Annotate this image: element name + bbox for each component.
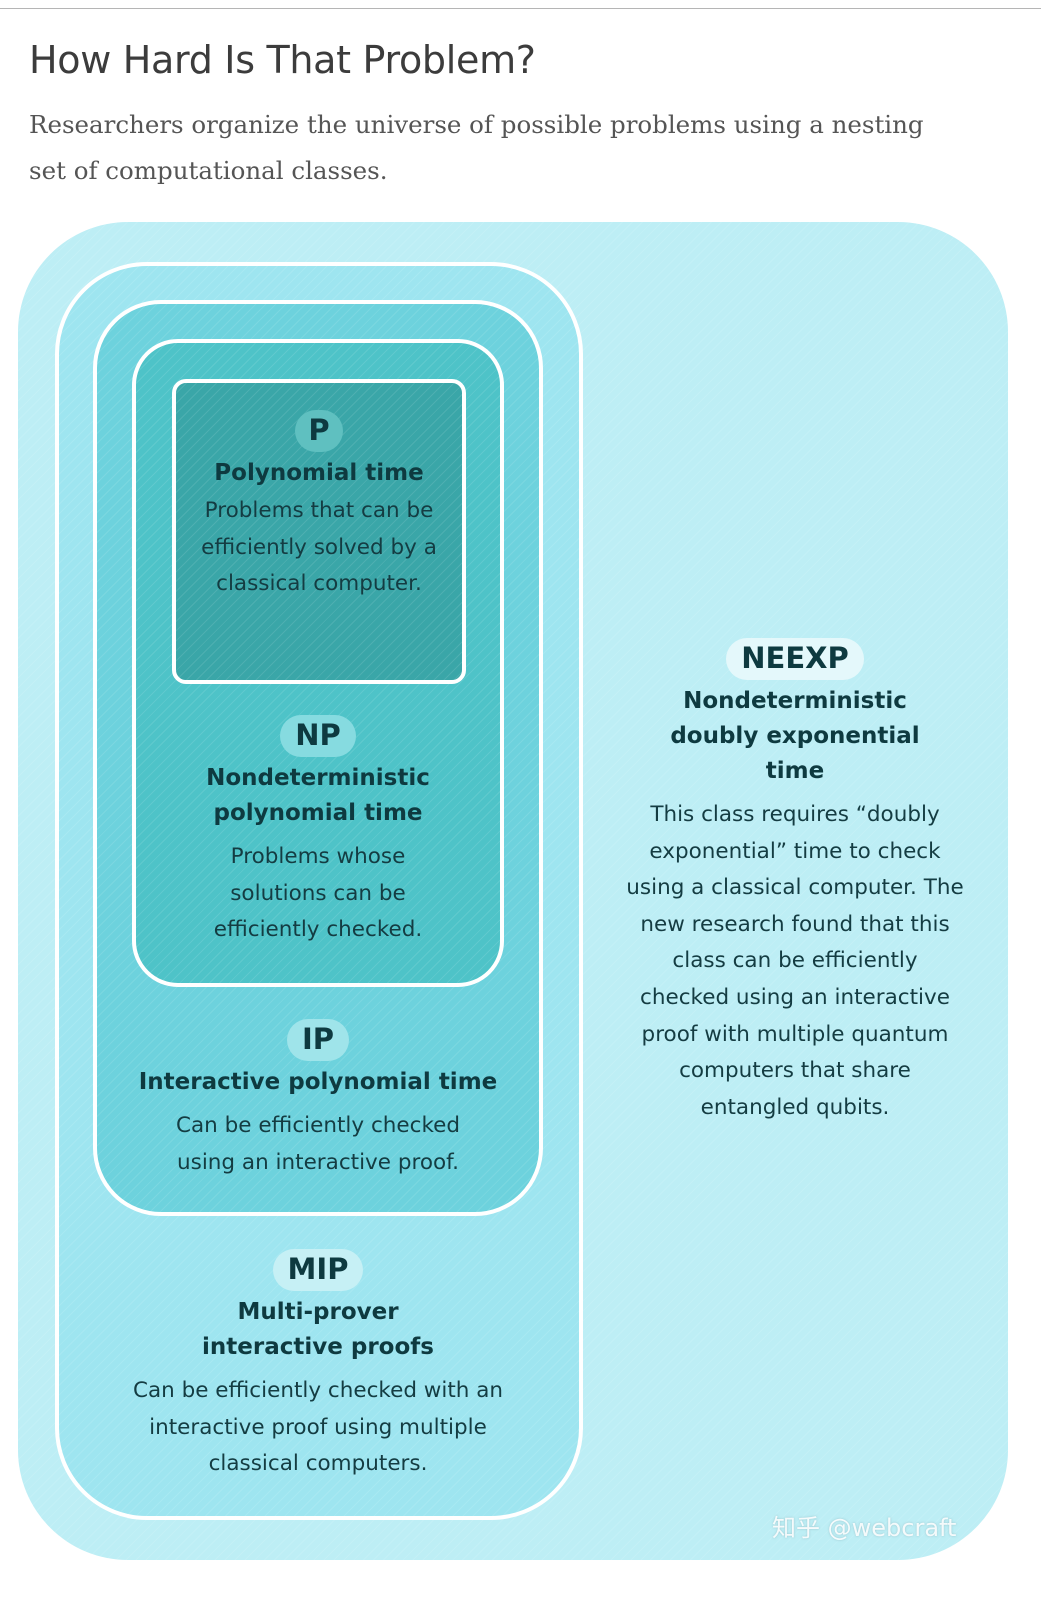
np-description: Problems whose solutions can be efficien…	[213, 844, 423, 943]
page-title: How Hard Is That Problem?	[29, 38, 536, 82]
p-name: Polynomial time	[214, 460, 424, 486]
mip-label: MIP Multi-prover interactive proofs Can …	[98, 1249, 538, 1483]
top-divider	[0, 8, 1041, 9]
neexp-label: NEEXP Nondeterministic doubly exponentia…	[625, 638, 965, 1126]
ip-name: Interactive polynomial time	[138, 1069, 498, 1095]
np-label: NP Nondeterministic polynomial time Prob…	[176, 715, 460, 949]
np-name: Nondeterministic polynomial time	[206, 765, 430, 826]
neexp-badge: NEEXP	[726, 638, 864, 680]
p-badge: P	[295, 410, 343, 452]
mip-badge: MIP	[272, 1249, 364, 1291]
ip-badge: IP	[286, 1019, 350, 1061]
p-label: P Polynomial time Problems that can be e…	[186, 410, 452, 603]
watermark: 知乎 @webcraft	[772, 1514, 957, 1542]
ip-label: IP Interactive polynomial time Can be ef…	[112, 1019, 524, 1181]
mip-description: Can be efficiently checked with an inter…	[132, 1378, 504, 1477]
page-subtitle: Researchers organize the universe of pos…	[29, 110, 924, 185]
neexp-description: This class requires “doubly exponential”…	[626, 802, 964, 1120]
p-description: Problems that can be efficiently solved …	[201, 498, 437, 597]
np-badge: NP	[280, 715, 356, 757]
mip-name: Multi-prover interactive proofs	[202, 1299, 434, 1360]
ip-description: Can be efficiently checked using an inte…	[175, 1113, 461, 1175]
neexp-name: Nondeterministic doubly exponential time	[670, 688, 920, 784]
